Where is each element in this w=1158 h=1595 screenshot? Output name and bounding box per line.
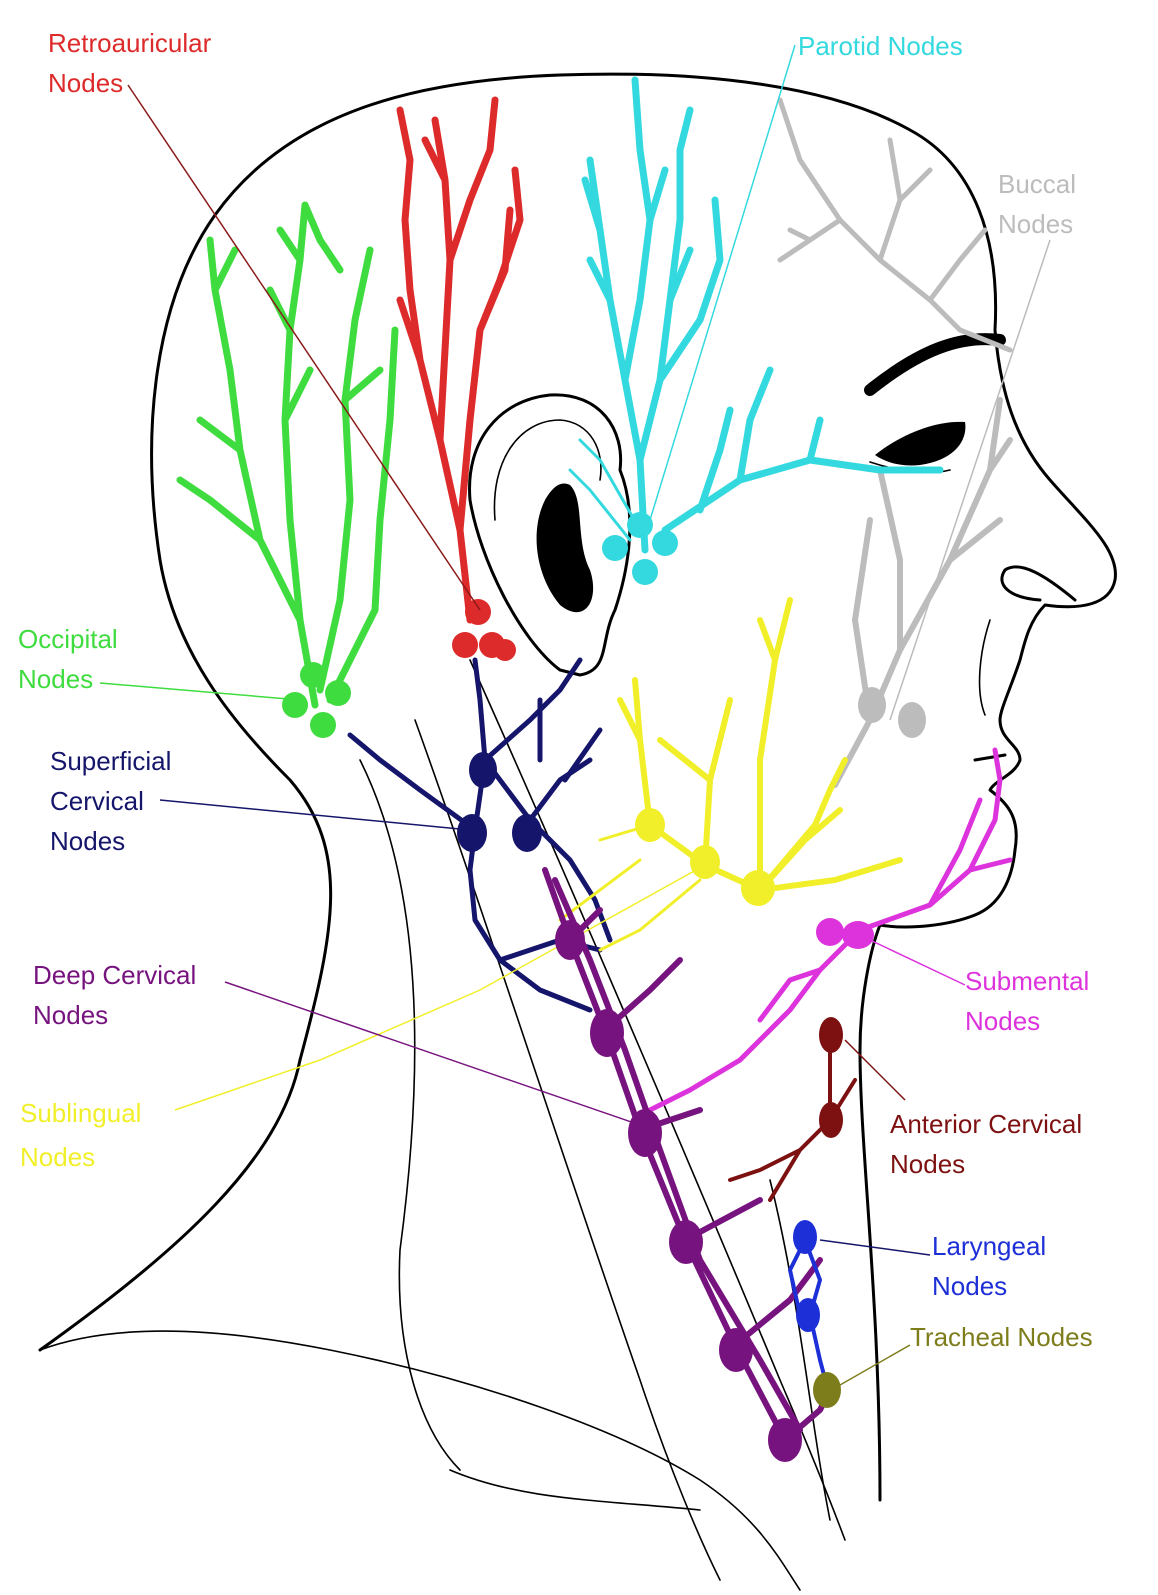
eye (875, 421, 966, 466)
ear-inner-fold (493, 419, 602, 521)
trapezius-line (359, 759, 461, 1471)
superficial-cervical-node-2 (457, 814, 487, 852)
sternocleidomastoid-front (414, 719, 721, 1581)
submental-vessels (647, 747, 1013, 1113)
tracheal-node (813, 1372, 841, 1408)
deep-cervical-node-1 (555, 920, 585, 960)
submental-node-2 (842, 921, 874, 949)
laryngeal-label: Laryngeal Nodes (932, 1231, 1053, 1301)
ear-canal (536, 483, 594, 613)
retroauricular-vessels (396, 96, 524, 661)
buccal-node-1 (858, 687, 886, 723)
submental-node-1 (816, 918, 844, 946)
parotid-node-4 (632, 559, 658, 585)
anterior-cervical-leader (844, 1039, 906, 1101)
sublingual-vessels (174, 597, 903, 1111)
deep-cervical-node-2 (590, 1009, 624, 1057)
retroauricular-node-2 (452, 632, 478, 658)
anterior-cervical-label: Anterior Cervical Nodes (890, 1109, 1089, 1179)
nostril (1000, 565, 1077, 602)
superficial-cervical-label: Superficial Cervical Nodes (50, 746, 179, 856)
leader-lines (99, 44, 1051, 1386)
laryngeal-vessels (788, 1220, 830, 1392)
mouth-line (973, 753, 1007, 762)
sublingual-node-1 (635, 808, 665, 842)
trachea-line (769, 1179, 831, 1521)
anterior-cervical-node-2 (819, 1102, 843, 1138)
retroauricular-label: Retroauricular Nodes (48, 28, 219, 98)
deep-cervical-node-5 (719, 1328, 753, 1372)
deep-cervical-node-6 (768, 1418, 802, 1462)
occipital-node-1 (300, 662, 326, 688)
anterior-cervical-vessels (728, 1017, 857, 1202)
occipital-node-3 (325, 680, 351, 706)
shoulder-line (39, 1330, 801, 1591)
occipital-node-4 (310, 712, 336, 738)
deep-cervical-node-3 (628, 1109, 662, 1157)
smile-line (978, 619, 991, 716)
eyebrow (864, 333, 1006, 396)
submental-label: Submental Nodes (965, 966, 1097, 1036)
retroauricular-node-1 (465, 599, 491, 625)
tracheal-label: Tracheal Nodes (910, 1322, 1093, 1352)
buccal-node-2 (898, 702, 926, 738)
laryngeal-leader (819, 1239, 931, 1256)
superficial-cervical-node-1 (469, 752, 497, 788)
buccal-vessels (777, 97, 1013, 788)
tracheal-vessels (813, 1372, 841, 1408)
occipital-node-2 (282, 692, 308, 718)
head-outline (38, 72, 1117, 1591)
buccal-leader (889, 239, 1051, 721)
laryngeal-node-1 (793, 1220, 817, 1254)
sublingual-node-2 (690, 845, 720, 879)
deep-cervical-vessels (542, 867, 833, 1462)
superficial-cervical-node-3 (512, 814, 542, 852)
occipital-label: Occipital Nodes (18, 624, 125, 694)
skull-and-face-profile (150, 72, 1117, 1502)
labels: Retroauricular Nodes Parotid Nodes Bucca… (18, 28, 1097, 1352)
parotid-node-3 (652, 530, 678, 556)
occipital-leader (99, 682, 301, 701)
parotid-label: Parotid Nodes (798, 31, 963, 61)
buccal-label: Buccal Nodes (998, 169, 1083, 239)
parotid-node-1 (627, 512, 653, 538)
sublingual-node-3 (741, 870, 775, 906)
sublingual-label: Sublingual Nodes (20, 1098, 149, 1172)
occipital-vessels (176, 201, 399, 738)
anterior-cervical-node-1 (819, 1017, 843, 1053)
lower-neck-curve (449, 1469, 701, 1511)
superficial-cervical-leader (159, 799, 471, 831)
deep-cervical-label: Deep Cervical Nodes (33, 960, 204, 1030)
deep-cervical-node-4 (669, 1220, 703, 1264)
submental-leader (869, 939, 966, 986)
sternocleidomastoid-back (469, 659, 846, 1541)
back-of-neck-line (38, 1058, 302, 1352)
parotid-node-2 (602, 535, 628, 561)
retroauricular-node-4 (494, 639, 516, 661)
retroauricular-leader (127, 84, 481, 611)
parotid-leader (649, 44, 796, 521)
ear-outer (468, 393, 632, 677)
tracheal-leader (839, 1344, 911, 1386)
deep-cervical-leader (224, 981, 641, 1126)
parotid-vessels (568, 76, 944, 585)
laryngeal-node-2 (796, 1298, 820, 1332)
